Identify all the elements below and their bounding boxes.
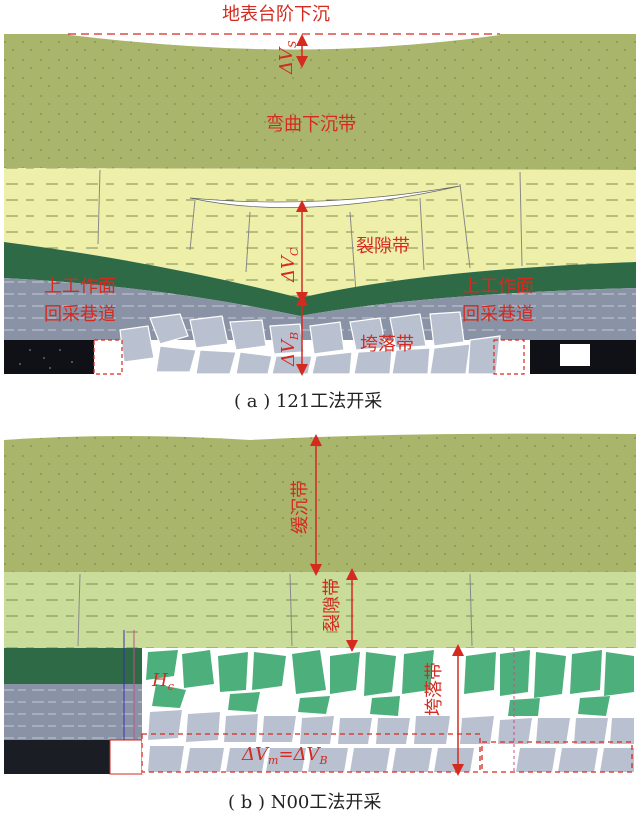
left-roadway-line1: 上工作面: [44, 276, 116, 297]
svg-text:ΔVS: ΔVS: [276, 40, 299, 75]
fracture-zone-label-a: 裂隙带: [356, 236, 410, 257]
svg-text:垮落带: 垮落带: [424, 662, 445, 716]
svg-text:缓沉带: 缓沉带: [290, 480, 311, 534]
right-roadway-line2: 回采巷道: [462, 304, 534, 325]
surface-step-label: 地表台阶下沉: [222, 4, 330, 25]
panel-a: 地表台阶下沉 弯曲下沉带 裂隙带 垮落带 ΔVS ΔVC ΔVB 上工作面 回采…: [4, 4, 636, 412]
svg-text:裂隙带: 裂隙带: [322, 578, 343, 632]
coal-seam-b: [4, 740, 110, 774]
roadway-opening-right: [560, 344, 590, 366]
bending-zone-label: 弯曲下沉带: [266, 114, 356, 135]
caption-a: ( a ) 121工法开采: [234, 391, 382, 412]
caption-b: ( b ) N00工法开采: [228, 792, 381, 813]
caving-zone-label-a: 垮落带: [360, 334, 414, 355]
darkgreen-layer-b: [4, 648, 142, 684]
left-roadway-line2: 回采巷道: [44, 304, 116, 325]
coal-seam-left-a: [4, 340, 94, 374]
delta-vs-label: ΔVS: [276, 40, 299, 75]
slow-subsidence-label: 缓沉带: [290, 480, 311, 534]
fracture-zone-label-b: 裂隙带: [322, 578, 343, 632]
roadway-box-left: [94, 340, 122, 374]
panel-b: 缓沉带 裂隙带 垮落带 Hc ΔVm=ΔVB ( b ) N00工法开采: [4, 434, 636, 813]
delta-eq-label: ΔVm=ΔVB: [241, 744, 328, 767]
roadway-b: [110, 740, 142, 774]
caving-zone-label-b: 垮落带: [424, 662, 445, 716]
right-roadway-line1: 上工作面: [462, 276, 534, 297]
